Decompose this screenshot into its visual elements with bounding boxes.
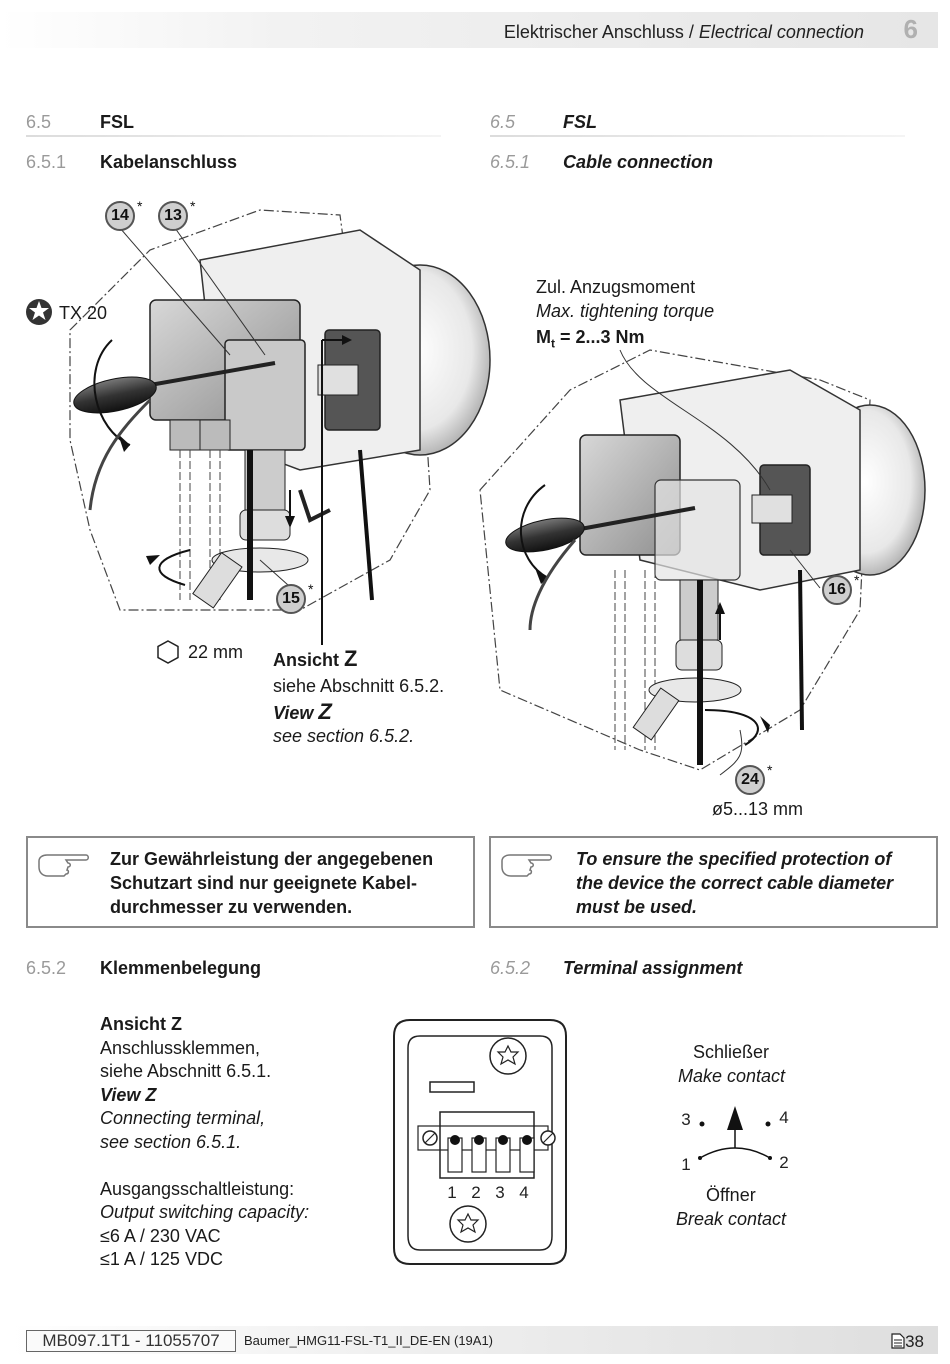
torque-value: Mt = 2...3 Nm: [536, 325, 645, 356]
hex-nut-icon: [157, 640, 179, 664]
torque-range: = 2...3 Nm: [560, 327, 645, 347]
terminal-1-label: 1: [447, 1183, 456, 1202]
note-en-line1: To ensure the specified protection of: [576, 849, 892, 869]
terminal-view-de: Ansicht Z: [100, 1014, 183, 1034]
callout-13-star: *: [190, 198, 196, 214]
section-rule-en: [490, 135, 905, 137]
left-outline: [69, 209, 431, 611]
note-box-de: [26, 836, 475, 928]
right-outline: [479, 349, 871, 771]
header-title-en: Electrical connection: [698, 22, 864, 42]
subsection-number-en: 6.5.1: [490, 152, 531, 172]
switch-pin-1: 1: [681, 1155, 690, 1174]
switching-capacity-dc: ≤1 A / 125 VDC: [100, 1249, 223, 1269]
switching-capacity-en: Output switching capacity:: [100, 1202, 310, 1222]
right-screwdriver-handle: [505, 517, 585, 553]
section-title-en: FSL: [563, 112, 597, 132]
section-rule-de: [26, 135, 441, 137]
subsection-title-de: Kabelanschluss: [100, 152, 238, 172]
switching-capacity-de: Ausgangsschaltleistung:: [100, 1179, 295, 1199]
view-z-ref-en: see section 6.5.2.: [273, 726, 415, 746]
view-z-label-en: View Z: [273, 700, 332, 725]
right-cover-plate: [654, 479, 741, 581]
left-screwdriver-shaft: [149, 361, 276, 387]
installation-figure: [69, 209, 926, 776]
callout-14: 14: [105, 201, 135, 231]
subsection-652-number-de: 6.5.2: [26, 958, 67, 978]
section-number-de: 6.5: [26, 112, 52, 132]
note-de-line1: Zur Gewährleistung der angegebenen: [110, 849, 434, 869]
view-z-ref-de: siehe Abschnitt 6.5.2.: [273, 676, 445, 696]
subsection-652-number-en: 6.5.2: [490, 958, 531, 978]
callout-15: 15: [276, 584, 306, 614]
footer-doc-id: MB097.1T1 - 11055707: [26, 1330, 236, 1352]
callout-13: 13: [158, 201, 188, 231]
torque-label-de: Zul. Anzugsmoment: [536, 277, 696, 297]
terminal-4-label: 4: [519, 1183, 528, 1202]
terminal-2-label: 2: [471, 1183, 480, 1202]
note-text-en: To ensure the specified protection of th…: [576, 847, 926, 919]
page-number: 38: [905, 1332, 924, 1351]
terminal-desc-de-1: Anschlussklemmen,: [100, 1038, 261, 1058]
view-de-word: Ansicht: [273, 650, 340, 670]
break-contact-en: Break contact: [676, 1209, 787, 1229]
header-title: Elektrischer Anschluss / Electrical conn…: [504, 22, 864, 43]
note-text-de: Zur Gewährleistung der angegebenen Schut…: [110, 847, 460, 919]
make-contact-de: Schließer: [693, 1042, 770, 1062]
switch-pin-4: 4: [779, 1108, 788, 1127]
view-z-label-de: Ansicht Z: [273, 647, 357, 672]
view-de-letter: Z: [344, 646, 358, 671]
footer-page: 38: [891, 1332, 924, 1352]
pointing-hand-icon-en: [501, 854, 552, 877]
left-wrench: [192, 551, 243, 609]
header-title-de: Elektrischer Anschluss /: [503, 22, 694, 42]
chapter-number: 6: [903, 14, 918, 44]
terminal-block-diagram: 1 2 3 4: [393, 1019, 567, 1265]
left-screwdriver-handle: [73, 376, 157, 414]
section-number-en: 6.5: [490, 112, 516, 132]
break-contact-de: Öffner: [706, 1185, 756, 1205]
torque-subscript: t: [551, 336, 555, 351]
wrench-size-label: 22 mm: [188, 642, 244, 662]
switch-contact-diagram: 3 4 1 2: [681, 1106, 789, 1174]
view-en-word: View: [273, 703, 314, 723]
header-band: [0, 12, 938, 48]
note-box-en: [489, 836, 938, 928]
terminal-desc-en-2: see section 6.5.1.: [100, 1132, 242, 1152]
torx-icon: [26, 299, 52, 325]
callout-16: 16: [822, 575, 852, 605]
page-icon: [891, 1333, 905, 1349]
callout-24-star: *: [767, 762, 773, 778]
pointing-hand-icon: [38, 854, 89, 877]
callout-16-star: *: [854, 572, 860, 588]
cable-diameter-label: ø5...13 mm: [712, 799, 804, 819]
note-en-line3: must be used.: [576, 897, 698, 917]
note-de-line2: Schutzart sind nur geeignete Kabel-: [110, 873, 418, 893]
subsection-number-de: 6.5.1: [26, 152, 67, 172]
note-de-line3: durchmesser zu verwenden.: [110, 897, 353, 917]
subsection-title-en: Cable connection: [563, 152, 714, 172]
switching-capacity-ac: ≤6 A / 230 VAC: [100, 1226, 221, 1246]
callout-15-star: *: [308, 581, 314, 597]
switch-pin-2: 2: [779, 1153, 788, 1172]
subsection-652-title-en: Terminal assignment: [563, 958, 743, 978]
terminal-view-en: View Z: [100, 1085, 157, 1105]
section-title-de: FSL: [100, 112, 134, 132]
terminal-desc-en-1: Connecting terminal,: [100, 1108, 266, 1128]
terminal-3-label: 3: [495, 1183, 504, 1202]
callout-24: 24: [735, 765, 765, 795]
left-cover-plate: [224, 339, 306, 451]
view-en-letter: Z: [318, 699, 332, 724]
tool-label: TX 20: [59, 303, 108, 323]
subsection-652-title-de: Klemmenbelegung: [100, 958, 262, 978]
callout-14-star: *: [137, 198, 143, 214]
torque-label-en: Max. tightening torque: [536, 301, 715, 321]
torque-symbol: M: [536, 327, 551, 347]
note-en-line2: the device the correct cable diameter: [576, 873, 894, 893]
footer-doc-name: Baumer_HMG11-FSL-T1_II_DE-EN (19A1): [244, 1333, 494, 1348]
switch-pin-3: 3: [681, 1110, 690, 1129]
terminal-desc-de-2: siehe Abschnitt 6.5.1.: [100, 1061, 272, 1081]
make-contact-en: Make contact: [678, 1066, 786, 1086]
